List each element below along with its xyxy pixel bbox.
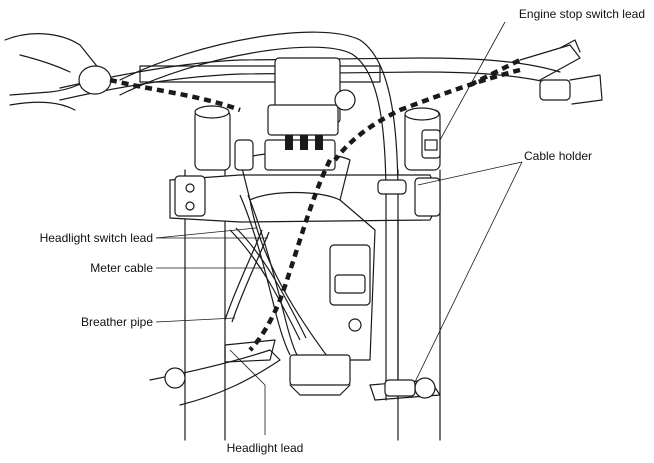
headlight-switch-lead-label: Headlight switch lead xyxy=(40,231,153,245)
breather-pipe xyxy=(224,229,270,323)
cable-holder-lower xyxy=(384,379,416,397)
leaders xyxy=(155,21,523,435)
right-grip xyxy=(519,39,603,105)
dashed-wire-right xyxy=(333,57,522,162)
large-cable xyxy=(119,31,399,401)
dashed-wire-left xyxy=(109,77,333,352)
left-fork-tube xyxy=(184,105,231,441)
breather-pipe-label: Breather pipe xyxy=(81,315,153,329)
headlight-housing xyxy=(249,199,376,396)
cable-holder-upper xyxy=(377,179,407,195)
headlight-lead-label: Headlight lead xyxy=(227,441,304,455)
engine-stop-switch-lead-label: Engine stop switch lead xyxy=(519,7,645,21)
triple-clamp xyxy=(169,174,441,223)
meter-cable-label: Meter cable xyxy=(90,261,153,275)
switch-box xyxy=(234,57,356,171)
throttle-fitting xyxy=(421,129,441,159)
cable-holder-label: Cable holder xyxy=(524,149,592,163)
lower-bracket xyxy=(149,339,441,406)
left-grip xyxy=(4,33,112,111)
